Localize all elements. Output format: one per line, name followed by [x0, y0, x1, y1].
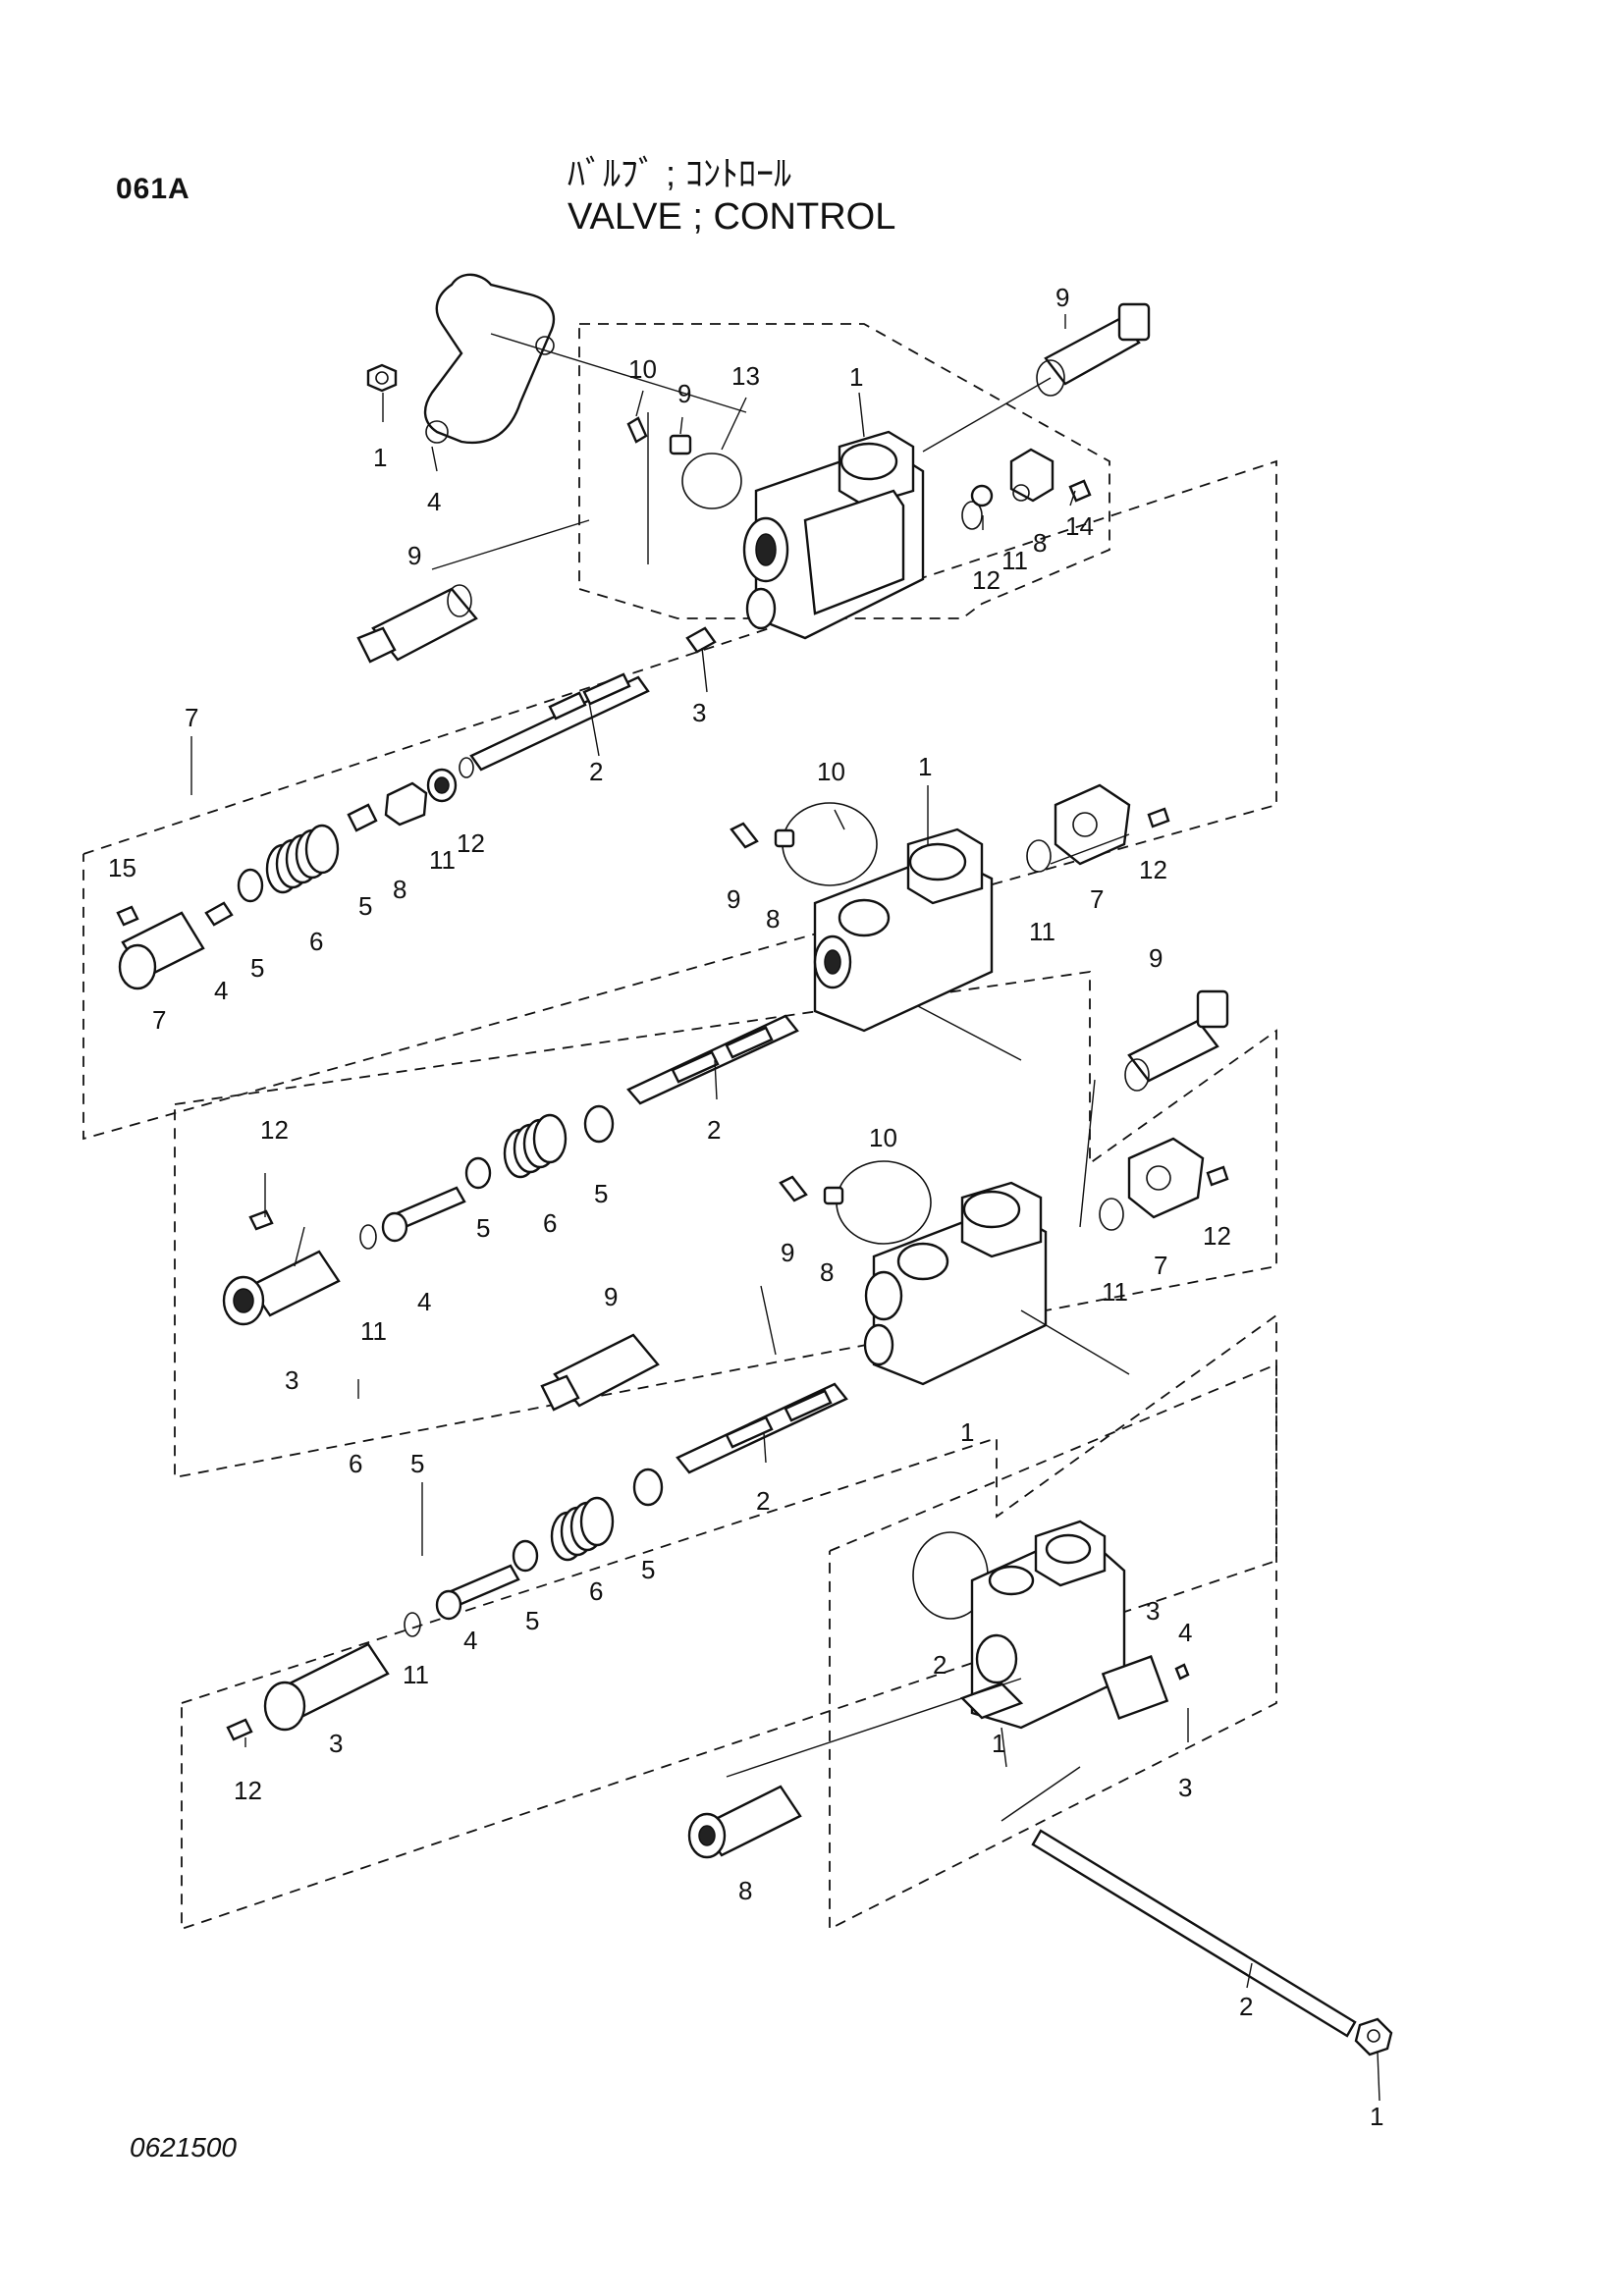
spring-assembly-middle [222, 1113, 568, 1326]
callout-label: 10 [869, 1123, 897, 1152]
callout-label: 11 [1001, 546, 1028, 575]
callout-label: 6 [309, 927, 323, 956]
top-fittings [356, 302, 1151, 664]
callout-label: 9 [727, 884, 740, 914]
valve-housing-lower [836, 1160, 1048, 1386]
callout-label: 1 [992, 1729, 1005, 1758]
callout-label: 1 [373, 443, 387, 472]
callout-label: 9 [781, 1238, 794, 1267]
callout-label: 9 [677, 379, 691, 408]
callout-label: 11 [1029, 917, 1055, 946]
callout-label: 3 [692, 698, 706, 727]
callout-label: 12 [457, 828, 485, 858]
callout-label: 12 [1139, 855, 1167, 884]
lower-fittings [540, 1137, 1229, 1412]
callout-label: 14 [1065, 511, 1094, 541]
callout-label: 1 [960, 1417, 974, 1447]
callout-label: 11 [429, 845, 456, 875]
callout-label: 5 [410, 1449, 424, 1478]
tie-rod [1031, 1829, 1393, 2056]
callout-label: 9 [1149, 943, 1163, 973]
callout-label: 8 [738, 1876, 752, 1905]
callout-label: 5 [476, 1213, 490, 1243]
bracket [366, 273, 556, 445]
callout-label: 4 [214, 976, 228, 1005]
page-code: 061A [116, 173, 190, 205]
callout-label: 4 [463, 1626, 477, 1655]
title-english: VALVE ; CONTROL [568, 196, 896, 238]
callout-label: 13 [731, 361, 760, 391]
callout-label: 12 [1203, 1221, 1231, 1251]
callout-label: 1 [1370, 2102, 1383, 2131]
callout-label: 3 [1146, 1596, 1160, 1626]
callout-label: 12 [234, 1776, 262, 1805]
callout-label: 6 [349, 1449, 362, 1478]
spring-assembly-lower [226, 1496, 615, 1741]
spool-middle [583, 1014, 799, 1144]
callout-label: 10 [628, 354, 657, 384]
callout-label: 3 [329, 1729, 343, 1758]
callout-label: 7 [152, 1005, 166, 1035]
callout-label: 8 [393, 875, 406, 904]
callout-label: 12 [972, 565, 1001, 595]
callout-labels: 1 4 10 9 13 1 9 9 12 11 8 14 3 2 7 15 4 … [108, 283, 1383, 2131]
middle-fittings [730, 783, 1170, 873]
callout-label: 6 [543, 1208, 557, 1238]
callout-label: 2 [1239, 1992, 1253, 2021]
spring-assembly-top [116, 757, 474, 990]
callout-label: 7 [185, 703, 198, 732]
leader-lines [190, 314, 1380, 2102]
callout-label: 2 [589, 757, 603, 786]
callout-label: 11 [360, 1316, 387, 1346]
callout-label: 8 [820, 1257, 834, 1287]
callout-label: 5 [250, 953, 264, 983]
callout-label: 12 [260, 1115, 289, 1145]
callout-label: 2 [707, 1115, 721, 1145]
callout-label: 5 [525, 1606, 539, 1635]
title-japanese: ﾊﾞﾙﾌﾞ ; ｺﾝﾄﾛｰﾙ [568, 153, 792, 193]
section-boundaries [82, 323, 1277, 1931]
end-cover-fitting [687, 1785, 802, 1859]
callout-label: 9 [1055, 283, 1069, 312]
callout-label: 9 [407, 541, 421, 570]
callout-label: 5 [358, 891, 372, 921]
drawing-number: 0621500 [130, 2132, 238, 2163]
spool-top [469, 672, 650, 772]
callout-label: 3 [1178, 1773, 1192, 1802]
callout-label: 3 [285, 1365, 298, 1395]
callout-label: 4 [417, 1287, 431, 1316]
callout-label: 7 [1090, 884, 1104, 914]
callout-label: 2 [756, 1486, 770, 1516]
callout-label: 1 [918, 752, 932, 781]
relief-valve-right [1124, 989, 1229, 1092]
valve-housing-middle [782, 802, 994, 1033]
callout-label: 1 [849, 362, 863, 392]
callout-label: 8 [766, 904, 780, 934]
callout-label: 6 [589, 1576, 603, 1606]
callout-label: 4 [1178, 1618, 1192, 1647]
end-cover [912, 1520, 1190, 1730]
callout-label: 10 [817, 757, 845, 786]
callout-label: 5 [594, 1179, 608, 1208]
callout-label: 7 [1154, 1251, 1167, 1280]
callout-label: 11 [403, 1660, 429, 1689]
valve-housing-top [681, 430, 925, 640]
callout-label: 9 [604, 1282, 618, 1311]
callout-label: 4 [427, 487, 441, 516]
callout-label: 8 [1033, 528, 1047, 558]
callout-label: 5 [641, 1555, 655, 1584]
callout-label: 15 [108, 853, 136, 882]
spool-lower [632, 1382, 848, 1507]
callout-label: 11 [1102, 1277, 1128, 1307]
callout-label: 2 [933, 1650, 947, 1680]
